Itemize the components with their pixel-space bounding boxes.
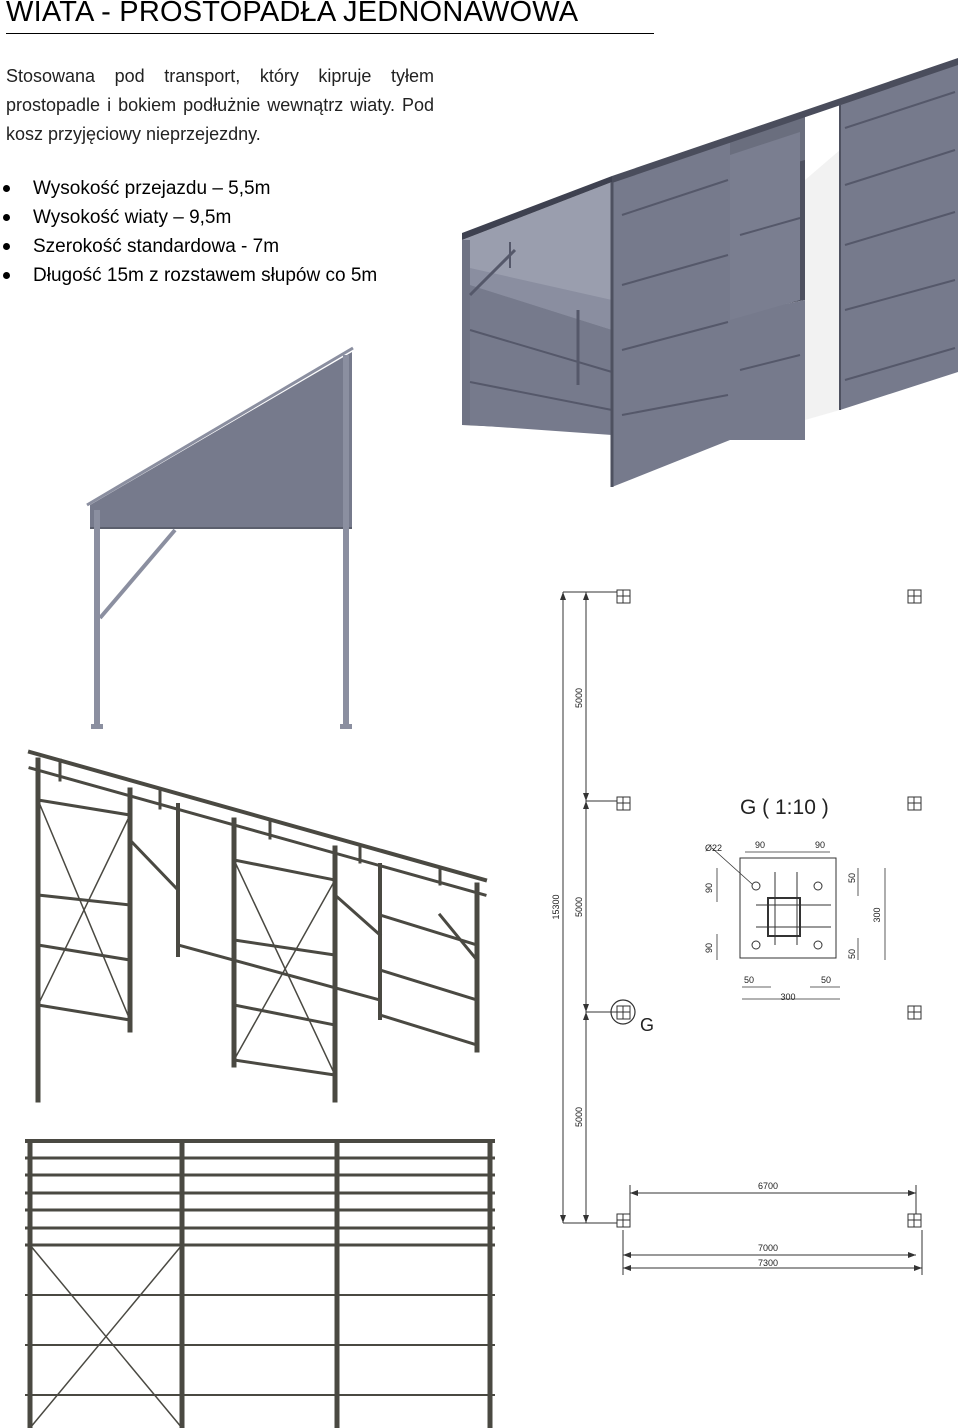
- dim-50-bottom-left: 50: [744, 975, 754, 985]
- spec-item-text: Wysokość wiaty – 9,5m: [33, 207, 232, 228]
- detail-callout-label: G: [640, 1015, 654, 1035]
- wall-rail: [469, 381, 613, 411]
- spec-item-width: Szerokość standardowa - 7m: [0, 232, 377, 261]
- bullet-icon: [3, 214, 10, 221]
- dim-width: 7000: [758, 1243, 778, 1253]
- title-underline: [6, 33, 654, 34]
- detail-callout-circle: [610, 999, 636, 1025]
- dim-axis-width: 6700: [758, 1181, 778, 1191]
- detail-g-base-plate: G ( 1:10 ) Ø22 90 90 90 90 50 50 300 50 …: [704, 796, 886, 1002]
- cladding-panel: [840, 62, 958, 410]
- dimension-arrows: [560, 592, 922, 1271]
- dim-span-3: 5000: [574, 1107, 584, 1127]
- panel-seam: [844, 149, 956, 186]
- dim-90-left-bottom: 90: [704, 943, 714, 953]
- intro-paragraph: Stosowana pod transport, który kipruje t…: [6, 66, 434, 144]
- roof-edge: [462, 176, 612, 240]
- dim-overall-width: 7300: [758, 1258, 778, 1268]
- detail-title: G ( 1:10 ): [740, 796, 829, 819]
- panel-seam: [844, 211, 956, 246]
- cladding-panel: [730, 132, 800, 320]
- canopy-end-post: [462, 240, 470, 425]
- panel-seam: [621, 394, 729, 416]
- panel-seam: [621, 179, 729, 216]
- side-elevation-render: [86, 346, 354, 729]
- frame-elevation-members: [25, 1139, 495, 1428]
- spec-item-clearance: Wysokość przejazdu – 5,5m: [0, 174, 377, 203]
- dim-90-left-top: 90: [704, 883, 714, 893]
- rear-column: [343, 355, 349, 728]
- anchor-holes: [751, 881, 823, 950]
- document-title: WIATA - PROSTOPADŁA JEDNONAWOWA: [6, 0, 579, 28]
- dim-300-bottom: 300: [780, 992, 795, 1002]
- spec-item-text: Długość 15m z rozstawem słupów co 5m: [33, 265, 378, 286]
- knee-brace: [98, 528, 177, 620]
- panel-seam: [844, 279, 956, 311]
- spec-item-height: Wysokość wiaty – 9,5m: [0, 203, 377, 232]
- spec-list: Wysokość przejazdu – 5,5m Wysokość wiaty…: [0, 174, 377, 290]
- detail-dimension-lines: [711, 847, 886, 1000]
- door-gap-light: [805, 150, 840, 420]
- dim-90-top-right: 90: [815, 840, 825, 850]
- front-column: [94, 510, 100, 728]
- steel-frame-isometric: [27, 749, 488, 1103]
- dim-50-right-bottom: 50: [847, 949, 857, 959]
- wall-rail: [469, 329, 613, 373]
- bullet-icon: [3, 185, 10, 192]
- frame-members: [27, 749, 488, 1103]
- roof-edge: [612, 58, 958, 183]
- column-base-markers: [610, 589, 922, 1228]
- dimension-lines: [562, 591, 923, 1275]
- spec-item-text: Wysokość przejazdu – 5,5m: [33, 178, 271, 199]
- dim-50-bottom-right: 50: [821, 975, 831, 985]
- panel-seam: [739, 354, 801, 371]
- cladding-panel: [612, 140, 730, 487]
- spec-item-length: Długość 15m z rozstawem słupów co 5m: [0, 261, 377, 290]
- panel-seam: [621, 321, 729, 351]
- dim-90-top-left: 90: [755, 840, 765, 850]
- bullet-icon: [3, 243, 10, 250]
- roof-edge: [86, 346, 354, 507]
- panel-seam: [739, 217, 801, 236]
- dim-span-1: 5000: [574, 688, 584, 708]
- panel-seam: [844, 347, 956, 381]
- dim-300-right: 300: [872, 907, 882, 922]
- frame-front-elevation: [25, 1139, 495, 1428]
- foundation-plan-drawing: G 5000 5000 5000 15300 6700 7000 7300: [551, 589, 923, 1275]
- hole-diameter-label: Ø22: [705, 843, 722, 853]
- base-plate: [340, 724, 352, 729]
- base-plate-outline: [739, 857, 837, 959]
- dim-total-length: 15300: [551, 894, 561, 919]
- panel-seam: [621, 254, 729, 286]
- gable-cladding: [90, 352, 352, 528]
- spec-item-text: Szerokość standardowa - 7m: [33, 236, 280, 257]
- cladding-panel: [730, 300, 805, 440]
- dim-50-right-top: 50: [847, 873, 857, 883]
- canopy-3d-render: [462, 58, 958, 487]
- dim-span-2: 5000: [574, 897, 584, 917]
- bullet-icon: [3, 272, 10, 279]
- panel-seam: [844, 91, 956, 129]
- knee-brace: [468, 248, 517, 297]
- base-plate: [91, 724, 103, 729]
